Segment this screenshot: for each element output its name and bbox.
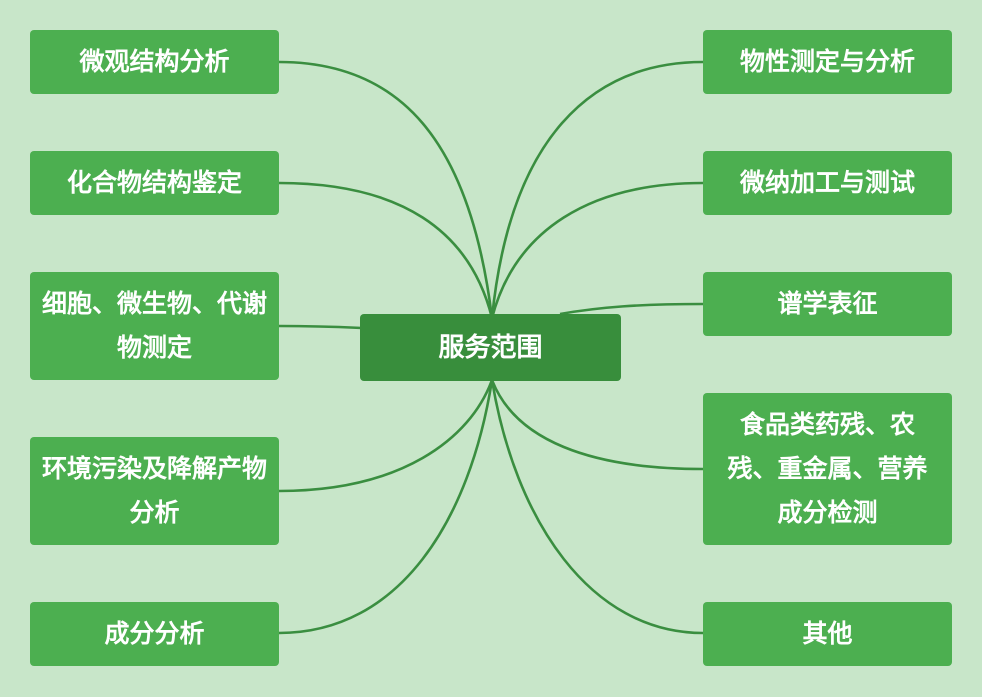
node-other[interactable]: 其他 (703, 602, 952, 666)
node-composition-analysis[interactable]: 成分分析 (30, 602, 279, 666)
node-environmental-pollution-analysis[interactable]: 环境污染及降解产物分析 (30, 437, 279, 545)
node-compound-structure-identification[interactable]: 化合物结构鉴定 (30, 151, 279, 215)
connector-left-4 (278, 379, 494, 493)
node-microstructure-analysis[interactable]: 微观结构分析 (30, 30, 279, 94)
node-physical-property-analysis[interactable]: 物性测定与分析 (703, 30, 952, 94)
node-label: 物性测定与分析 (739, 47, 915, 76)
node-label: 成分分析 (104, 619, 205, 648)
connector-right-2 (490, 181, 704, 319)
connector-left-2 (278, 181, 494, 319)
connector-right-1 (490, 60, 704, 319)
connector-right-3 (559, 302, 704, 316)
node-label: 其他 (802, 619, 853, 648)
node-label: 微纳加工与测试 (739, 168, 915, 197)
connector-right-4 (490, 379, 704, 471)
node-label: 化合物结构鉴定 (66, 168, 242, 197)
connector-left-1 (278, 60, 494, 319)
connector-left-3 (278, 324, 363, 330)
center-node[interactable]: 服务范围 (360, 314, 621, 381)
connector-right-5 (490, 379, 704, 635)
node-label: 细胞、微生物、代谢物测定 (41, 289, 267, 362)
node-label: 微观结构分析 (79, 47, 230, 76)
node-label: 环境污染及降解产物分析 (41, 454, 267, 527)
node-spectroscopy-characterization[interactable]: 谱学表征 (703, 272, 952, 336)
node-cell-microbe-metabolite[interactable]: 细胞、微生物、代谢物测定 (30, 272, 279, 380)
node-label: 谱学表征 (777, 289, 878, 318)
center-node-label: 服务范围 (438, 332, 543, 363)
node-food-residue-testing[interactable]: 食品类药残、农残、重金属、营养成分检测 (703, 393, 952, 545)
node-micro-nano-fabrication[interactable]: 微纳加工与测试 (703, 151, 952, 215)
node-label: 食品类药残、农残、重金属、营养成分检测 (727, 410, 928, 527)
connector-left-5 (278, 379, 494, 635)
